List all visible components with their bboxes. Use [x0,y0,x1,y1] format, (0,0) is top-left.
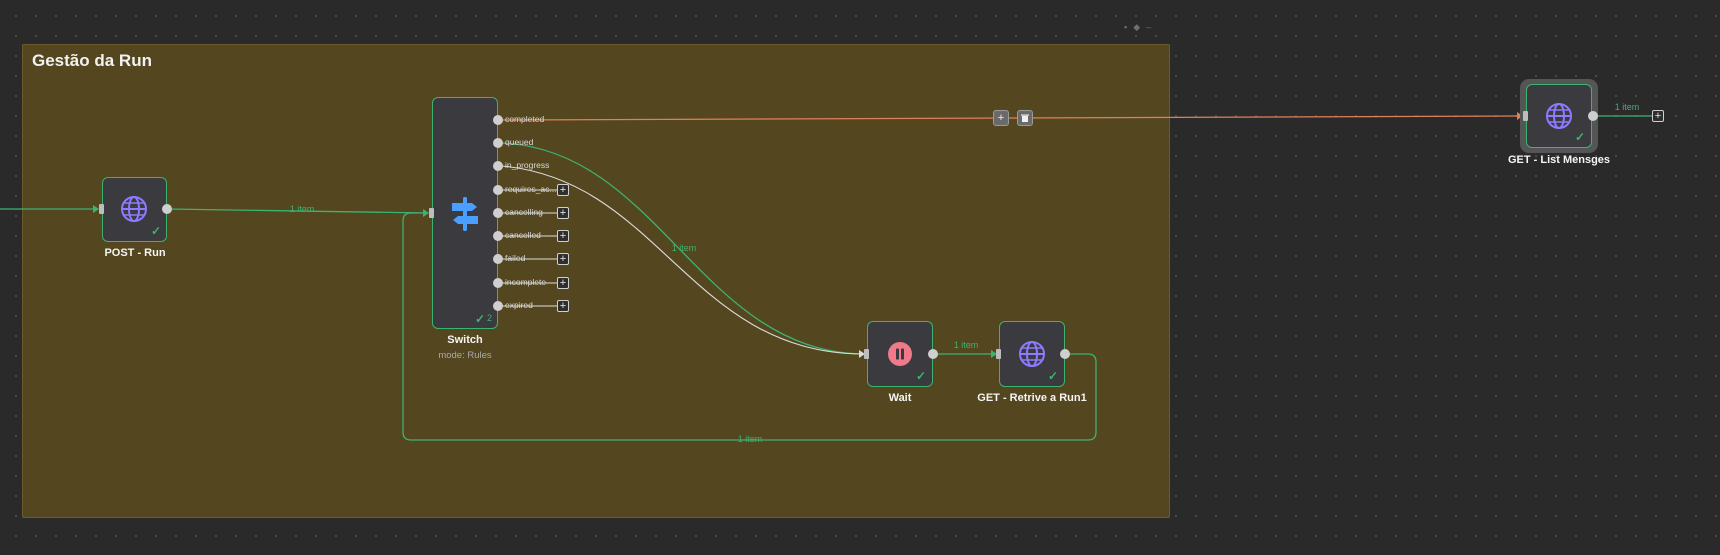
globe-icon [1019,341,1045,367]
check-icon: ✓ [475,312,486,326]
plus-icon: + [559,300,567,312]
plus-icon: + [559,184,567,196]
node-post-run-label: POST - Run [104,247,166,259]
get-retrieve-output-handle[interactable] [1060,349,1070,359]
node-get-retrieve-run[interactable]: ✓ [999,321,1065,387]
switch-output-completed-label: completed [505,114,545,124]
wire-label-post-to-switch: 1 item [289,204,315,214]
delete-connection-button[interactable] [1017,110,1033,126]
plus-icon: + [559,207,567,219]
get-list-input-handle[interactable] [1523,111,1528,121]
plus-icon: + [559,253,567,265]
switch-output-cancelled-label: cancelled [505,230,541,240]
connection-queued-to-wait [501,142,865,355]
connection-completed-to-get-list [501,115,1523,121]
get-retrieve-input-handle[interactable] [996,349,1001,359]
node-wait-label: Wait [888,392,912,404]
add-node-on-connection-button[interactable]: + [993,110,1009,126]
switch-output-cancelled-handle[interactable] [493,231,503,241]
connection-post-to-switch [167,208,429,214]
wire-label-loop-back: 1 item [737,434,763,444]
signpost-icon [452,197,478,231]
plus-icon: + [559,230,567,242]
add-node-expired-button[interactable]: + [557,300,569,312]
switch-output-in-progress-label: in_progress [505,160,550,170]
post-run-output-handle[interactable] [162,204,172,214]
add-node-failed-button[interactable]: + [557,253,569,265]
sticky-note-title: Gestão da Run [32,51,152,70]
sticky-note[interactable]: Gestão da Run [22,44,1170,518]
wire-label-wait-to-get: 1 item [953,340,979,350]
plus-icon: + [997,112,1005,124]
switch-output-cancelling-handle[interactable] [493,208,503,218]
check-icon: ✓ [1575,130,1586,144]
wait-output-handle[interactable] [928,349,938,359]
wait-input-handle[interactable] [864,349,869,359]
check-icon: ✓ [151,224,162,238]
node-get-retrieve-label: GET - Retrive a Run1 [977,392,1087,404]
switch-output-cancelling-label: cancelling [505,207,543,217]
switch-output-completed-handle[interactable] [493,115,503,125]
switch-output-expired-handle[interactable] [493,301,503,311]
node-switch-subtitle: mode: Rules [438,350,492,361]
add-node-after-get-list-button[interactable]: + [1652,110,1664,122]
check-icon: ✓ [1048,369,1059,383]
node-switch[interactable]: ✓ 2 [432,97,498,329]
connection-in-progress-to-wait [501,165,865,355]
node-get-list-messages[interactable]: ✓ [1526,84,1592,148]
node-switch-label: Switch [447,334,483,346]
switch-output-in-progress-handle[interactable] [493,161,503,171]
trash-icon [1021,114,1029,122]
add-node-incomplete-button[interactable]: + [557,277,569,289]
plus-icon: + [1654,110,1662,122]
node-get-list-label: GET - List Mensges [1507,154,1611,166]
switch-output-incomplete-label: incomplete [505,277,547,287]
check-icon: ✓ [916,369,927,383]
add-node-requires-action-button[interactable]: + [557,184,569,196]
switch-output-queued-handle[interactable] [493,138,503,148]
globe-icon [1546,103,1572,129]
add-node-cancelling-button[interactable]: + [557,207,569,219]
switch-output-requires-action-label: requires_ac... [505,184,557,194]
switch-output-failed-label: failed [505,253,526,263]
globe-icon [121,196,147,222]
node-wait[interactable]: ✓ [867,321,933,387]
arrowhead-post-run [93,205,99,213]
switch-output-expired-label: expired [505,300,533,310]
switch-run-count: 2 [487,313,493,323]
switch-output-queued-label: queued [505,137,534,147]
wire-label-list-output: 1 item [1614,102,1640,112]
arrowhead-wait [859,350,865,358]
arrowhead-get-retrieve [991,350,997,358]
arrowhead-switch [423,209,429,217]
get-list-output-handle[interactable] [1588,111,1598,121]
add-node-cancelled-button[interactable]: + [557,230,569,242]
post-run-input-handle[interactable] [99,204,104,214]
switch-input-handle[interactable] [429,208,434,218]
connection-loop-back-to-switch [402,212,1097,441]
node-post-run[interactable]: ✓ [102,177,167,242]
switch-output-failed-handle[interactable] [493,254,503,264]
wire-label-queued-to-wait: 1 item [671,243,697,253]
switch-output-requires-action-handle[interactable] [493,185,503,195]
canvas-toolbar: ▪◆– [1124,22,1158,32]
switch-output-incomplete-handle[interactable] [493,278,503,288]
plus-icon: + [559,277,567,289]
pause-icon [888,342,912,366]
